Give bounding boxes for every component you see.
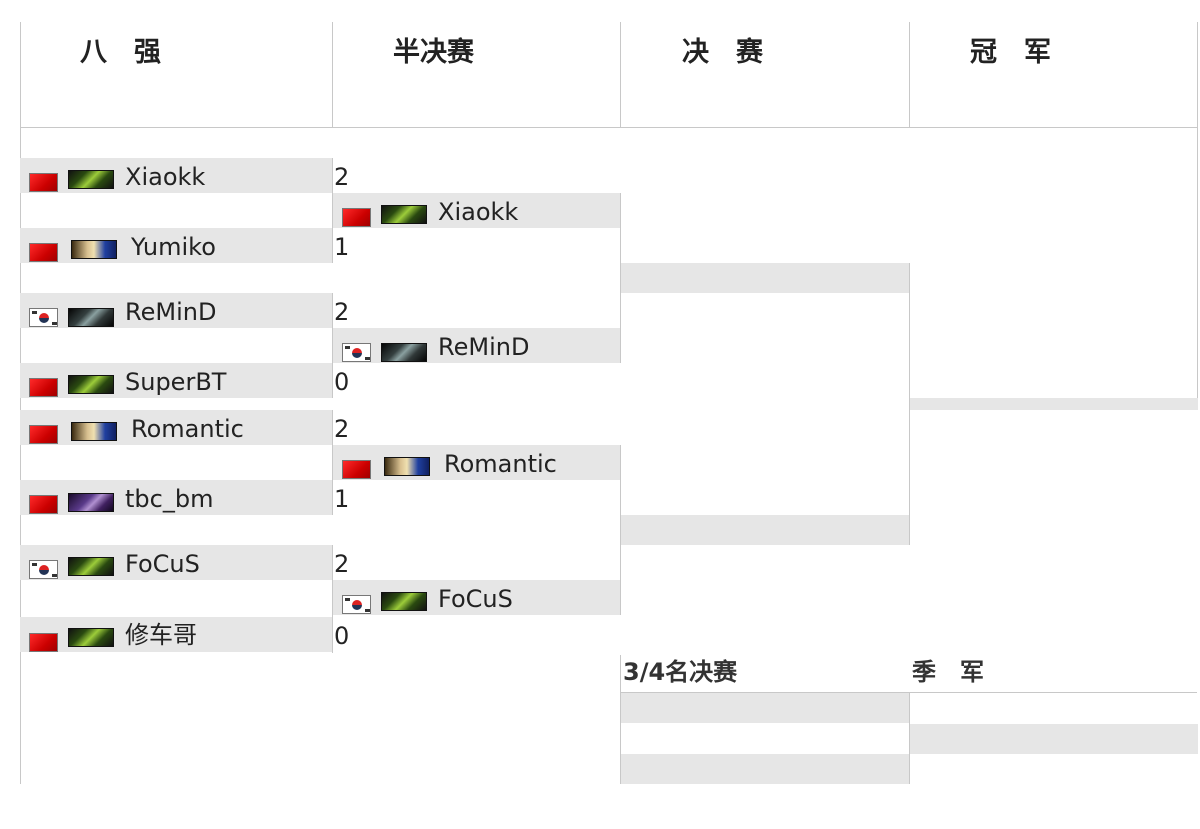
china-flag-icon	[29, 173, 58, 192]
player-name: Xiaokk	[438, 198, 519, 226]
third-place-title: 3/4名决赛	[623, 658, 738, 686]
china-flag-icon	[29, 378, 58, 397]
champion-slot	[910, 398, 1198, 410]
korea-flag-icon	[29, 560, 58, 579]
bracket-connector	[909, 263, 910, 545]
column-divider	[620, 655, 621, 784]
player-score: 2	[334, 298, 350, 326]
bracket-connector	[620, 445, 621, 615]
player-score: 0	[334, 368, 350, 396]
bracket-connector	[332, 293, 333, 398]
header-round8: 八 强	[80, 37, 161, 68]
player-slot	[333, 328, 620, 363]
korea-flag-icon	[342, 343, 371, 362]
human-icon	[384, 457, 430, 476]
header-divider	[20, 127, 1198, 128]
orc-icon	[68, 557, 114, 576]
player-slot	[333, 193, 620, 228]
player-score: 1	[334, 233, 350, 261]
china-flag-icon	[29, 633, 58, 652]
third-place-slot	[621, 693, 909, 723]
human-icon	[71, 422, 117, 441]
player-name: tbc_bm	[125, 485, 214, 513]
player-score: 1	[334, 485, 350, 513]
china-flag-icon	[29, 425, 58, 444]
final-slot	[621, 263, 909, 293]
column-divider	[620, 22, 621, 127]
bronze-slot	[910, 724, 1198, 754]
bracket-connector	[620, 193, 621, 363]
column-divider	[1197, 127, 1198, 398]
korea-flag-icon	[342, 595, 371, 614]
nightelf-icon	[68, 493, 114, 512]
final-slot	[621, 515, 909, 545]
player-name: Xiaokk	[125, 163, 206, 191]
undead-icon	[68, 308, 114, 327]
orc-icon	[68, 170, 114, 189]
bracket-connector	[332, 410, 333, 515]
player-score: 2	[334, 415, 350, 443]
orc-icon	[381, 592, 427, 611]
player-score: 0	[334, 622, 350, 650]
bracket-connector	[332, 545, 333, 653]
third-place-divider	[621, 692, 1197, 693]
player-name: FoCuS	[438, 585, 513, 613]
player-name: Romantic	[131, 415, 244, 443]
orc-icon	[68, 628, 114, 647]
orc-icon	[381, 205, 427, 224]
player-name: FoCuS	[125, 550, 200, 578]
header-final: 决 赛	[682, 37, 763, 68]
china-flag-icon	[29, 495, 58, 514]
china-flag-icon	[342, 208, 371, 227]
third-place-slot	[621, 754, 909, 784]
orc-icon	[68, 375, 114, 394]
player-name: Romantic	[444, 450, 557, 478]
header-champion: 冠 军	[970, 37, 1051, 68]
player-slot	[333, 580, 620, 615]
player-name: SuperBT	[125, 368, 227, 396]
player-name: 修车哥	[125, 621, 197, 649]
player-name: Yumiko	[131, 233, 216, 261]
player-score: 2	[334, 550, 350, 578]
china-flag-icon	[29, 243, 58, 262]
column-divider	[1197, 22, 1198, 127]
player-score: 2	[334, 163, 350, 191]
bracket-connector	[909, 693, 910, 784]
column-divider	[909, 22, 910, 127]
column-divider	[20, 22, 21, 784]
korea-flag-icon	[29, 308, 58, 327]
column-divider	[332, 22, 333, 127]
header-semis: 半决赛	[393, 37, 474, 68]
human-icon	[71, 240, 117, 259]
player-slot	[333, 445, 620, 480]
player-name: ReMinD	[125, 298, 217, 326]
player-name: ReMinD	[438, 333, 530, 361]
third-place-winner-title: 季 军	[912, 658, 984, 686]
china-flag-icon	[342, 460, 371, 479]
bracket-connector	[332, 158, 333, 263]
undead-icon	[381, 343, 427, 362]
